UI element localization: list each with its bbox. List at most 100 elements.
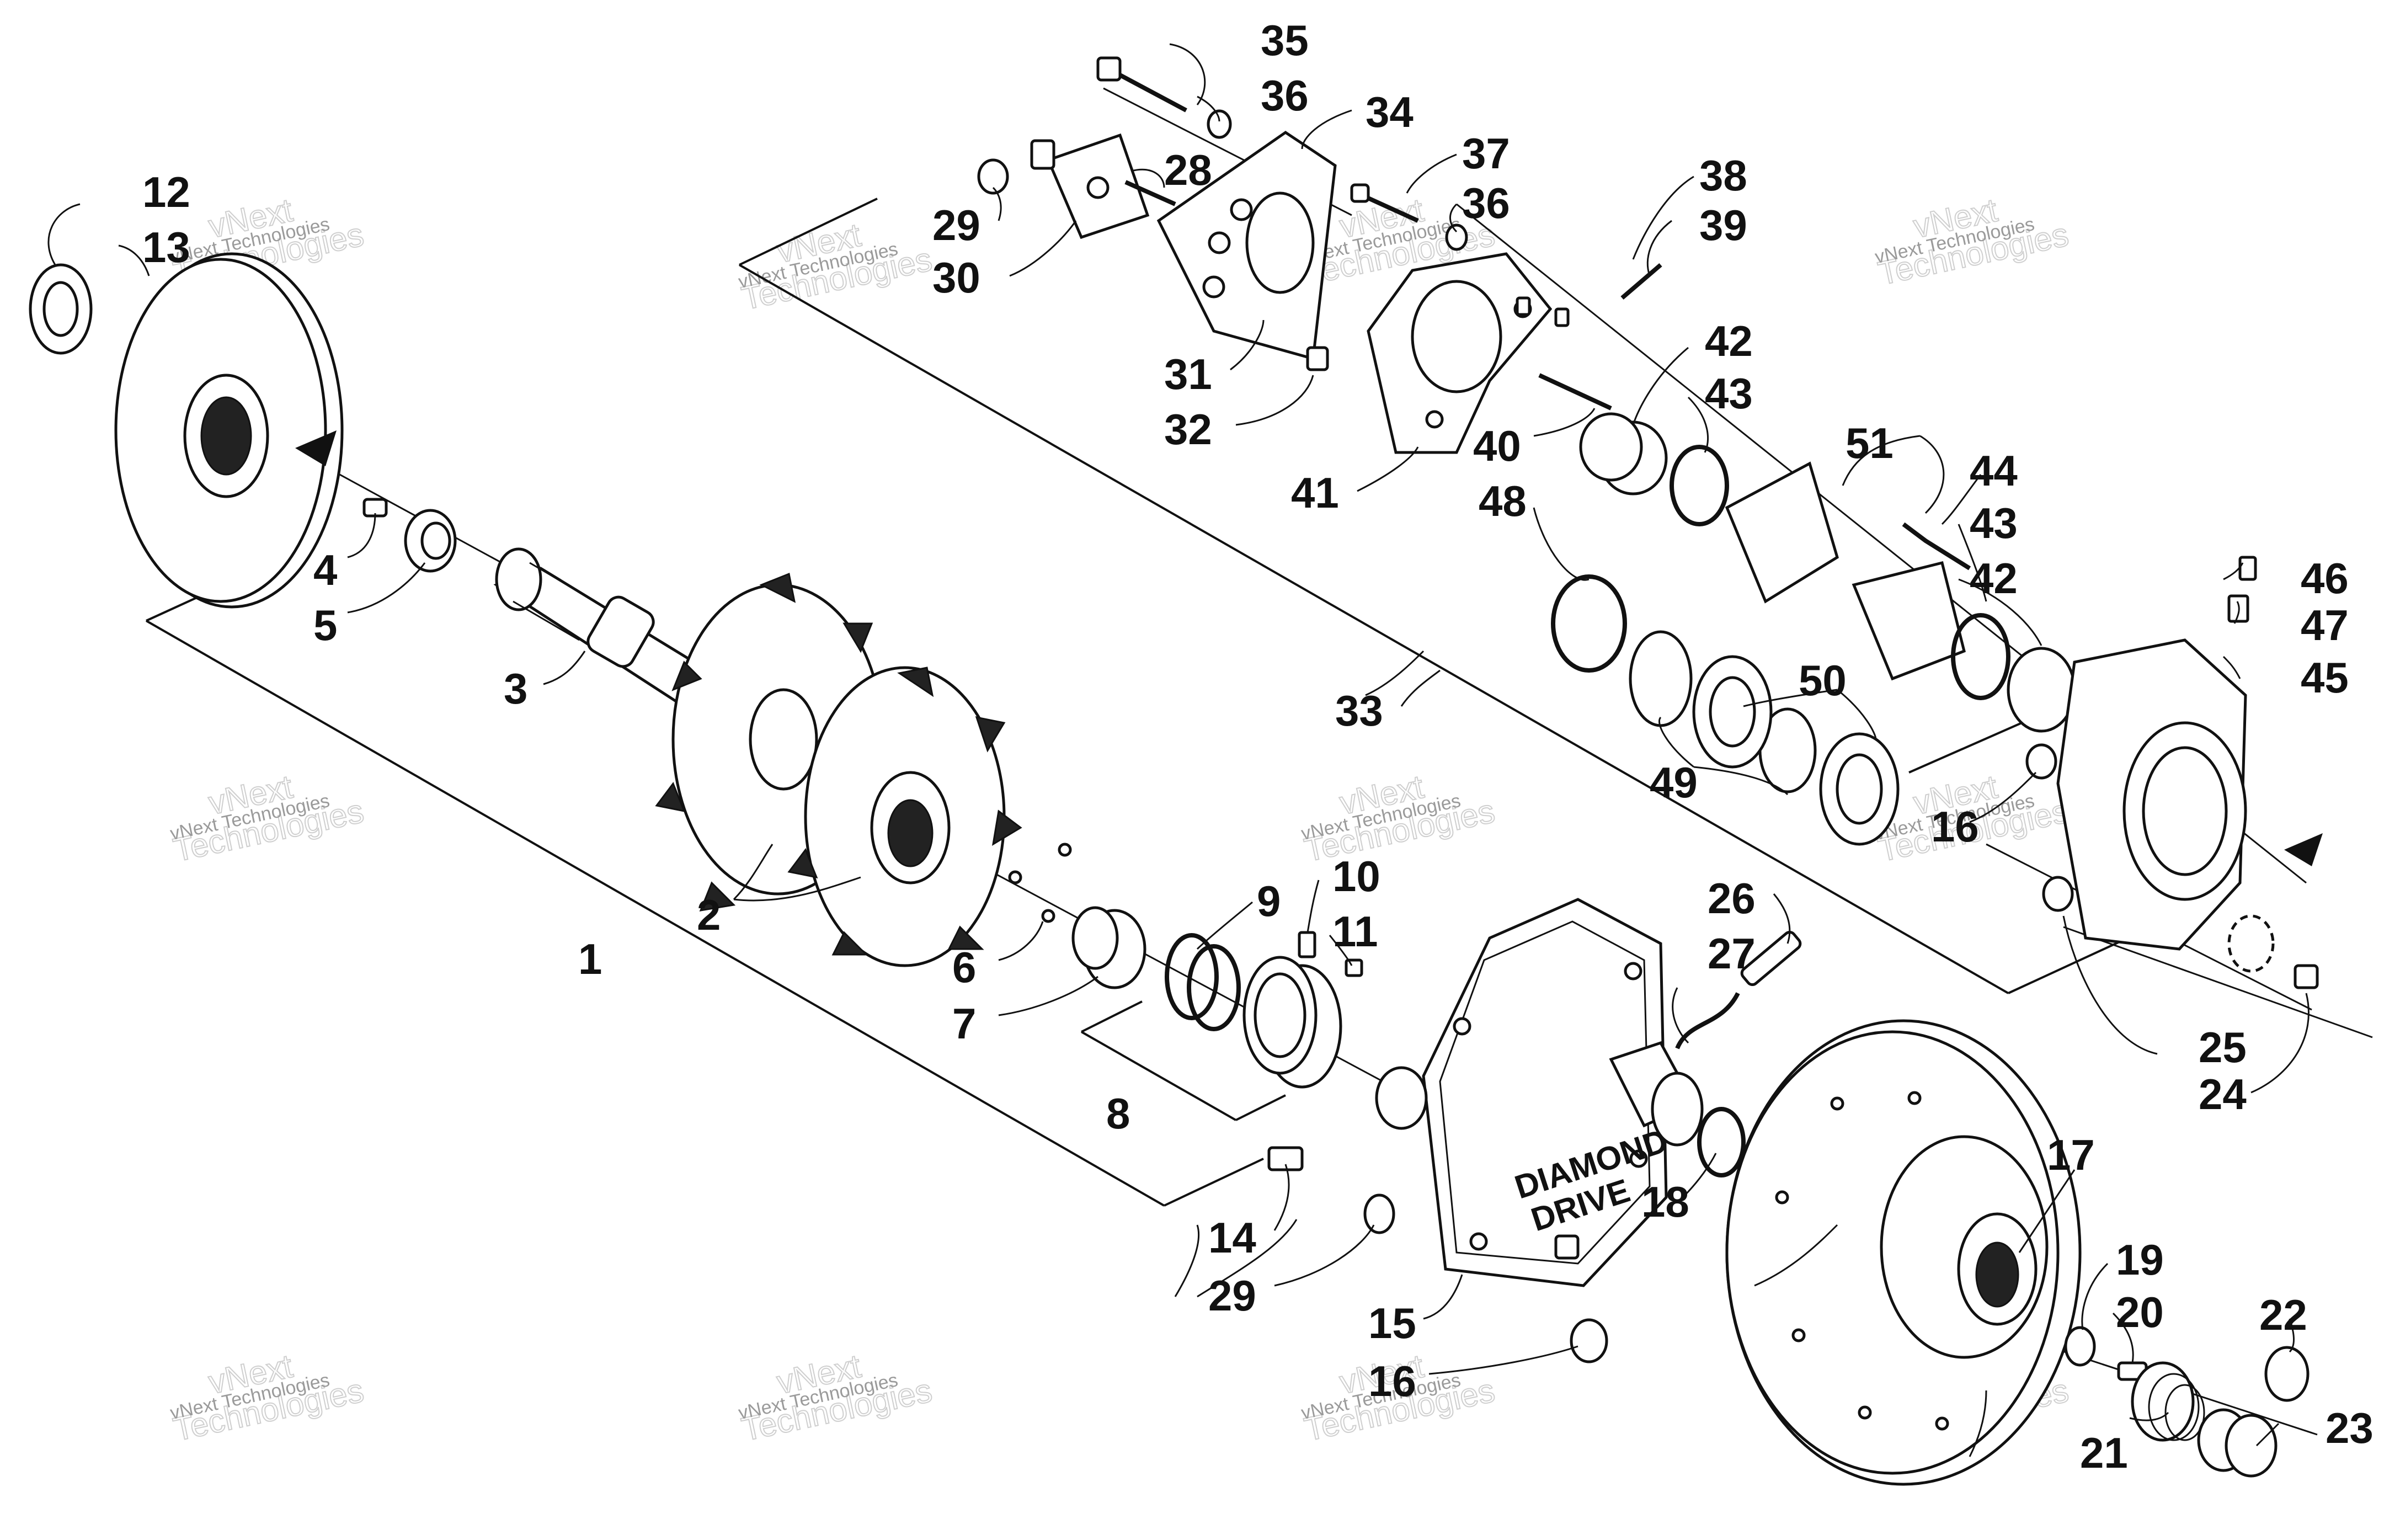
part-label: 36 xyxy=(1462,179,1510,227)
part-label: 43 xyxy=(1970,499,2018,547)
part-label: 21 xyxy=(2080,1429,2128,1477)
part-label: 22 xyxy=(2259,1291,2307,1339)
part-label: 15 xyxy=(1368,1299,1416,1347)
lock-nut-ring xyxy=(29,263,93,355)
ball-bearing xyxy=(1242,956,1342,1089)
part-label: 28 xyxy=(1164,146,1212,194)
part-label: 27 xyxy=(1708,929,1756,978)
output-shaft xyxy=(1609,1041,1704,1147)
part-label: 31 xyxy=(1164,350,1212,398)
part-label: 29 xyxy=(1208,1271,1256,1320)
part-label: 48 xyxy=(1479,477,1527,525)
bearing-50 xyxy=(1692,655,1900,846)
o-ring xyxy=(2264,1346,2310,1402)
pad-plate-51 xyxy=(1852,561,1966,681)
needle-bearing xyxy=(1071,906,1146,989)
part-label: 19 xyxy=(2116,1235,2164,1284)
part-label: 36 xyxy=(1261,71,1309,120)
drive-sprocket-1 xyxy=(655,572,890,912)
small-pins xyxy=(1516,296,1570,327)
grease-fitting-46 xyxy=(2238,556,2257,581)
part-label: 11 xyxy=(1332,907,1378,956)
ring-43-right xyxy=(1951,613,2010,700)
part-number-labels: 12 13 4 5 3 1 2 6 7 8 9 10 11 14 29 15 1… xyxy=(142,16,2374,1477)
arrow-marker-right xyxy=(2284,833,2323,866)
part-label: 33 xyxy=(1335,686,1383,735)
part-label: 45 xyxy=(2301,653,2349,702)
gear-case: DIAMOND DRIVE xyxy=(1375,898,1672,1287)
spacer-washer xyxy=(1207,109,1232,139)
retaining-ring-48 xyxy=(1551,574,1627,673)
part-label: 2 xyxy=(697,891,721,939)
part-label: 20 xyxy=(2116,1288,2164,1336)
leader-lines xyxy=(47,43,2310,1457)
part-label: 5 xyxy=(313,601,337,649)
part-label: 42 xyxy=(1705,317,1753,365)
caliper-pin xyxy=(1538,373,1612,411)
bearing-housing xyxy=(2056,638,2323,951)
bushing-42-right xyxy=(2007,647,2076,733)
part-label: 17 xyxy=(2047,1131,2095,1179)
bushing-42-top xyxy=(1579,412,1668,495)
part-label: 39 xyxy=(1699,201,1747,249)
part-label: 44 xyxy=(1970,446,2018,495)
part-label: 37 xyxy=(1462,129,1510,178)
small-balls xyxy=(1008,843,1072,923)
bushing-49 xyxy=(1629,630,1817,793)
part-label: 49 xyxy=(1650,758,1698,807)
plate-bolt xyxy=(1306,346,1329,371)
part-label: 51 xyxy=(1846,419,1894,467)
hex-nut xyxy=(404,509,457,573)
part-label: 50 xyxy=(1799,656,1847,705)
part-label: 18 xyxy=(1641,1177,1689,1226)
part-label: 16 xyxy=(1368,1357,1416,1405)
mounting-plate xyxy=(1156,130,1337,361)
spring-clip-44 xyxy=(1902,522,1971,571)
driven-pulley-disc xyxy=(1725,1019,2082,1486)
part-label: 4 xyxy=(313,546,337,594)
end-cap xyxy=(2197,1408,2278,1478)
part-label: 23 xyxy=(2326,1404,2374,1452)
part-label: 8 xyxy=(1106,1089,1130,1138)
bolt-37 xyxy=(1350,183,1419,223)
brake-disc-left xyxy=(114,252,344,609)
part-label: 7 xyxy=(952,999,976,1048)
part-label: 12 xyxy=(142,168,190,216)
part-label: 26 xyxy=(1708,874,1756,923)
part-label: 41 xyxy=(1291,468,1339,517)
part-label: 13 xyxy=(142,223,190,271)
case-bolts xyxy=(1267,1146,1608,1363)
ring-43-top xyxy=(1670,445,1729,526)
drive-sprocket-2 xyxy=(787,666,1022,967)
part-label: 35 xyxy=(1261,16,1309,65)
part-label: 24 xyxy=(2199,1070,2247,1118)
part-label: 1 xyxy=(578,935,602,983)
part-label: 42 xyxy=(1970,554,2018,603)
part-label: 43 xyxy=(1705,369,1753,418)
part-label: 29 xyxy=(932,201,980,249)
snap-rings xyxy=(1165,933,1241,1031)
brake-caliper xyxy=(1367,252,1553,454)
seal-ring xyxy=(1697,1107,1746,1177)
part-label: 30 xyxy=(932,253,980,302)
spring xyxy=(2131,1361,2205,1442)
washer xyxy=(2064,1326,2096,1367)
part-label: 34 xyxy=(1366,88,1414,136)
part-label: 25 xyxy=(2199,1023,2247,1072)
part-label: 40 xyxy=(1473,422,1521,470)
part-label: 6 xyxy=(952,943,976,992)
part-label: 3 xyxy=(504,664,527,713)
bearing-flange xyxy=(1030,133,1150,239)
long-bolt xyxy=(1096,56,1187,113)
housing-nuts xyxy=(2025,743,2319,989)
chain-link xyxy=(1620,263,1662,300)
part-label: 47 xyxy=(2301,601,2349,649)
washer-36 xyxy=(1445,223,1468,251)
part-label: 32 xyxy=(1164,405,1212,454)
